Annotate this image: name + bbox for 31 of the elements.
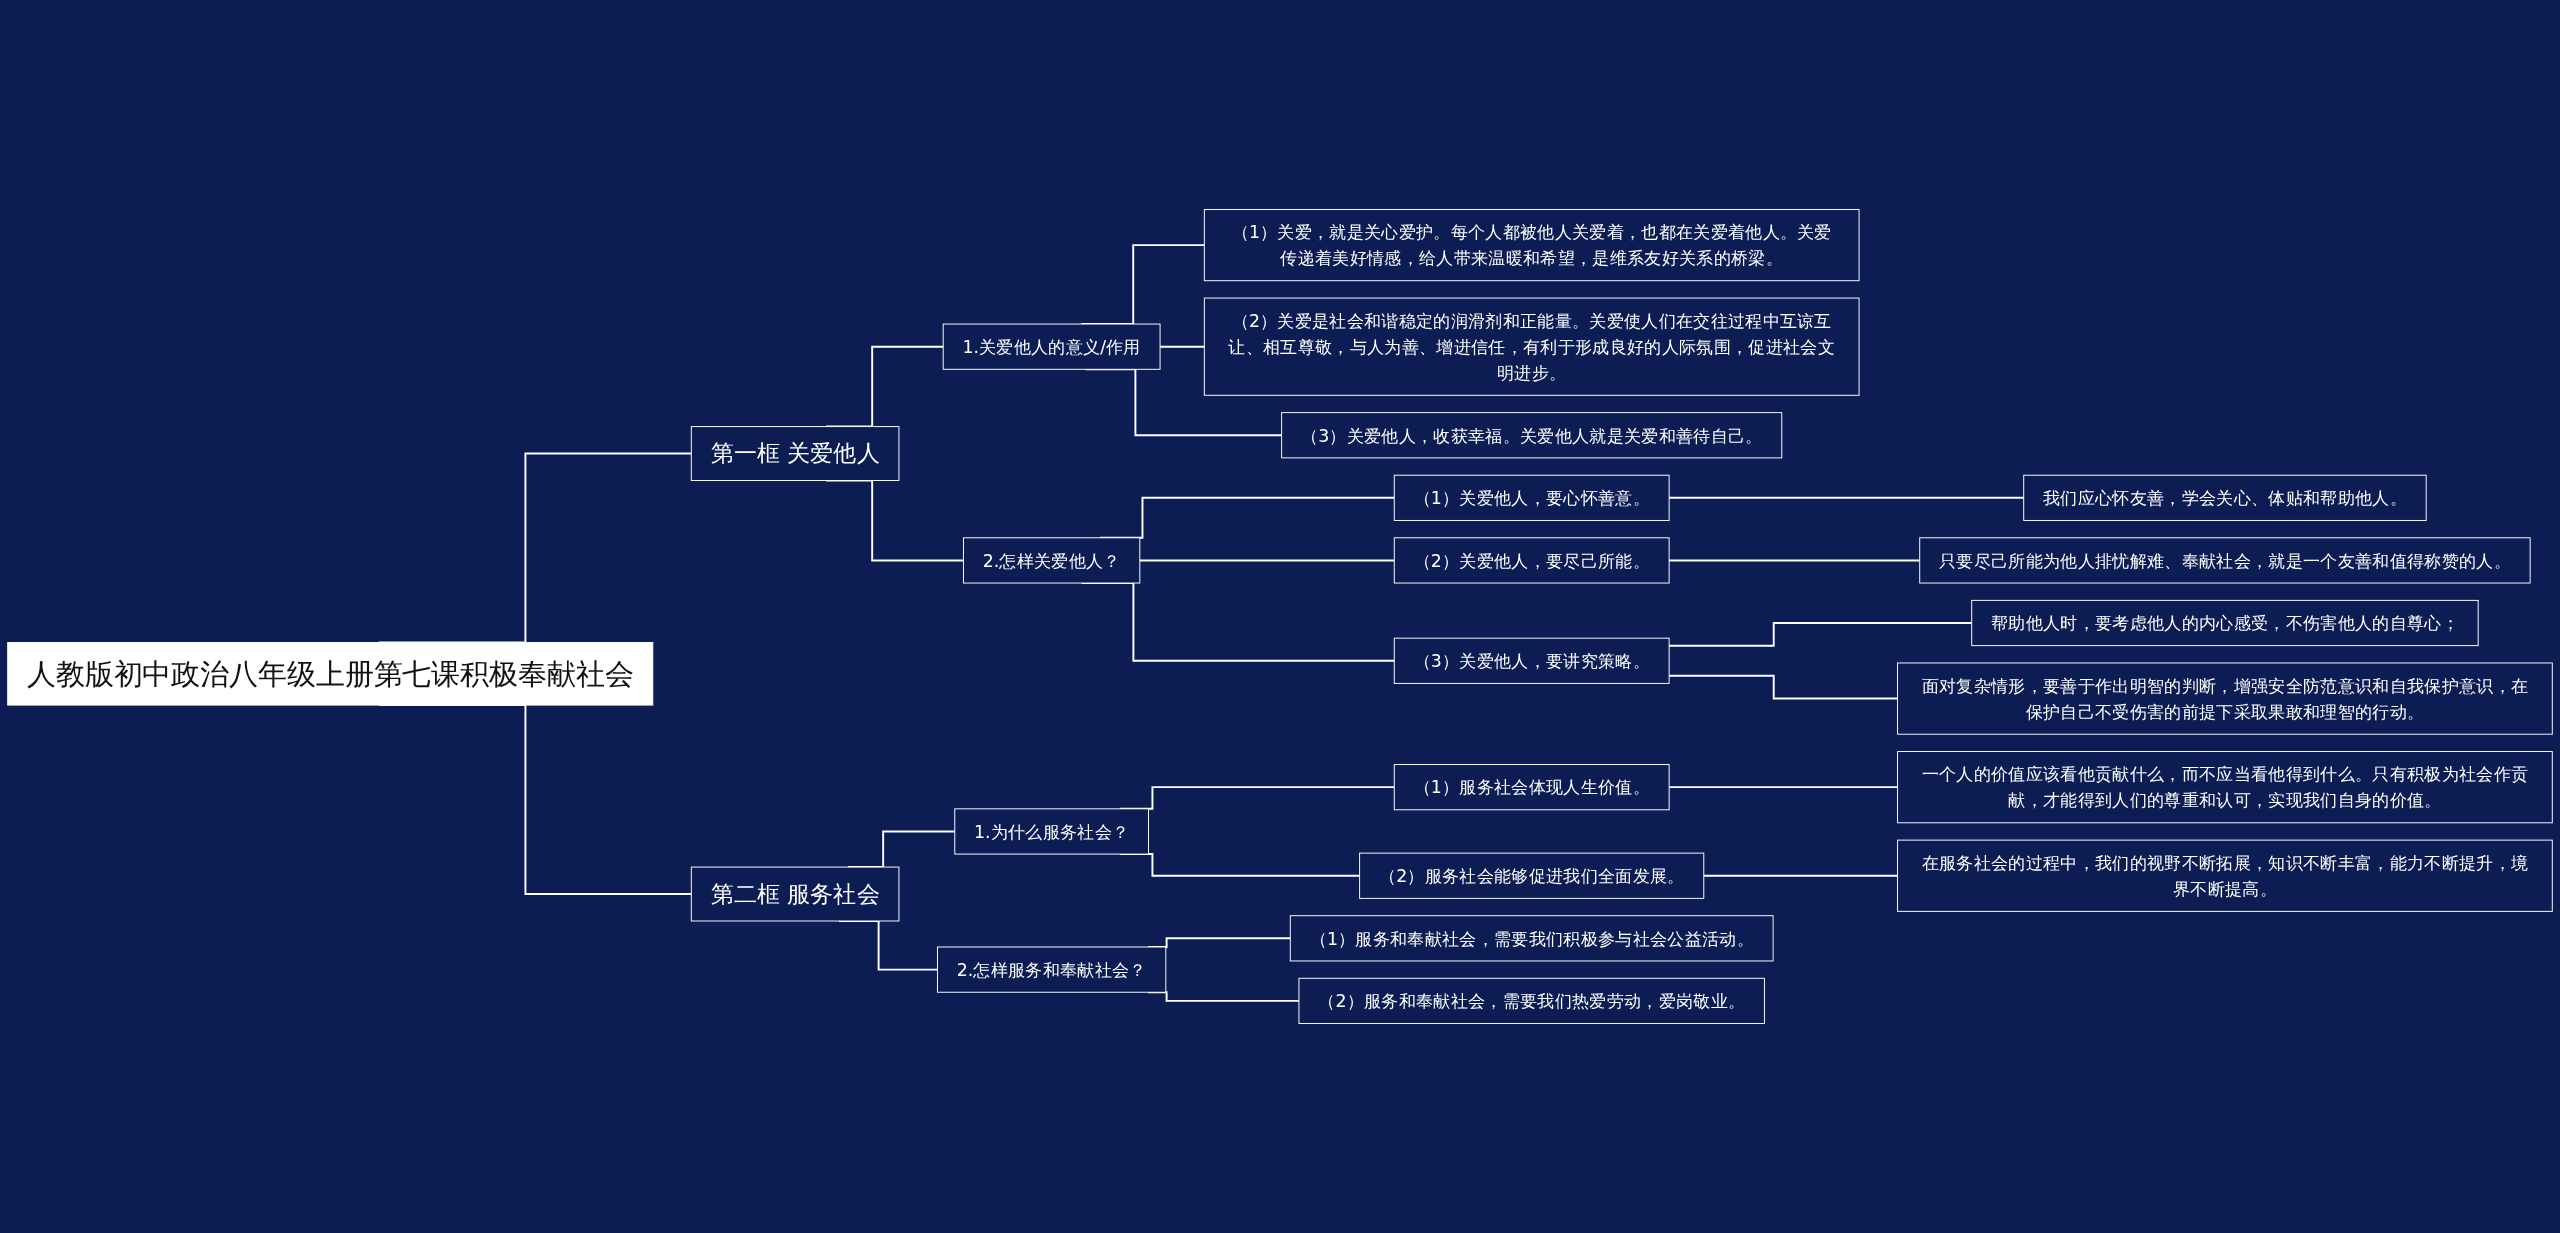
node-box: 人教版初中政治八年级上册第七课积极奉献社会	[7, 642, 654, 706]
node-box: （2）关爱是社会和谐稳定的润滑剂和正能量。关爱使人们在交往过程中互谅互让、相互尊敬，与人为善、增进信任，有利于形成良好的人际氛围，促进社会文明进步。	[1203, 297, 1860, 396]
node-box: 在服务社会的过程中，我们的视野不断拓展，知识不断丰富，能力不断提升，境界不断提高。	[1897, 839, 2553, 912]
connector	[1668, 496, 2025, 499]
connector	[1668, 674, 1899, 700]
node-box: 第一框 关爱他人	[690, 426, 900, 481]
node-box: （2）服务和奉献社会，需要我们热爱劳动，爱岗敬业。	[1298, 977, 1765, 1024]
node-box: （1）服务和奉献社会，需要我们积极参与社会公益活动。	[1289, 915, 1774, 962]
node-box: （2）关爱他人，要尽己所能。	[1393, 537, 1670, 584]
node-box: 只要尽己所能为他人排忧解难、奉献社会，就是一个友善和值得称赞的人。	[1919, 537, 2531, 584]
node-box: （3）关爱他人，收获幸福。关爱他人就是关爱和善待自己。	[1281, 412, 1783, 459]
node-box: （1）关爱，就是关心爱护。每个人都被他人关爱着，也都在关爱着他人。关爱传递着美好情感，给人带来温暖和希望，是维系友好关系的桥梁。	[1203, 209, 1860, 282]
node-box: （2）服务社会能够促进我们全面发展。	[1359, 852, 1705, 899]
node-box: （1）服务社会体现人生价值。	[1393, 764, 1670, 811]
connector	[1668, 786, 1899, 789]
node-box: （1）关爱他人，要心怀善意。	[1393, 474, 1670, 521]
connector	[1702, 874, 1899, 877]
connector	[1159, 345, 1206, 348]
node-box: 我们应心怀友善，学会关心、体贴和帮助他人。	[2023, 474, 2427, 521]
connector	[1668, 559, 1921, 562]
node-box: 1.为什么服务社会？	[954, 808, 1149, 855]
node-box: 帮助他人时，要考虑他人的内心感受，不伤害他人的自尊心；	[1971, 599, 2479, 647]
connector	[1668, 622, 1973, 647]
node-box: 第二框 服务社会	[690, 866, 900, 922]
node-box: 2.怎样关爱他人？	[962, 537, 1141, 584]
node-box: 一个人的价值应该看他贡献什么，而不应当看他得到什么。只有积极为社会作贡献，才能得到人们的尊重和认可，实现我们自身的价值。	[1897, 751, 2553, 824]
connector	[1138, 559, 1396, 562]
node-box: （3）关爱他人，要讲究策略。	[1393, 637, 1670, 684]
node-box: 面对复杂情形，要善于作出明智的判断，增强安全防范意识和自我保护意识，在保护自己不受伤害的前提下采取果敢和理智的行动。	[1897, 662, 2553, 735]
node-box: 2.怎样服务和奉献社会？	[936, 946, 1167, 993]
node-box: 1.关爱他人的意义/作用	[942, 323, 1161, 370]
